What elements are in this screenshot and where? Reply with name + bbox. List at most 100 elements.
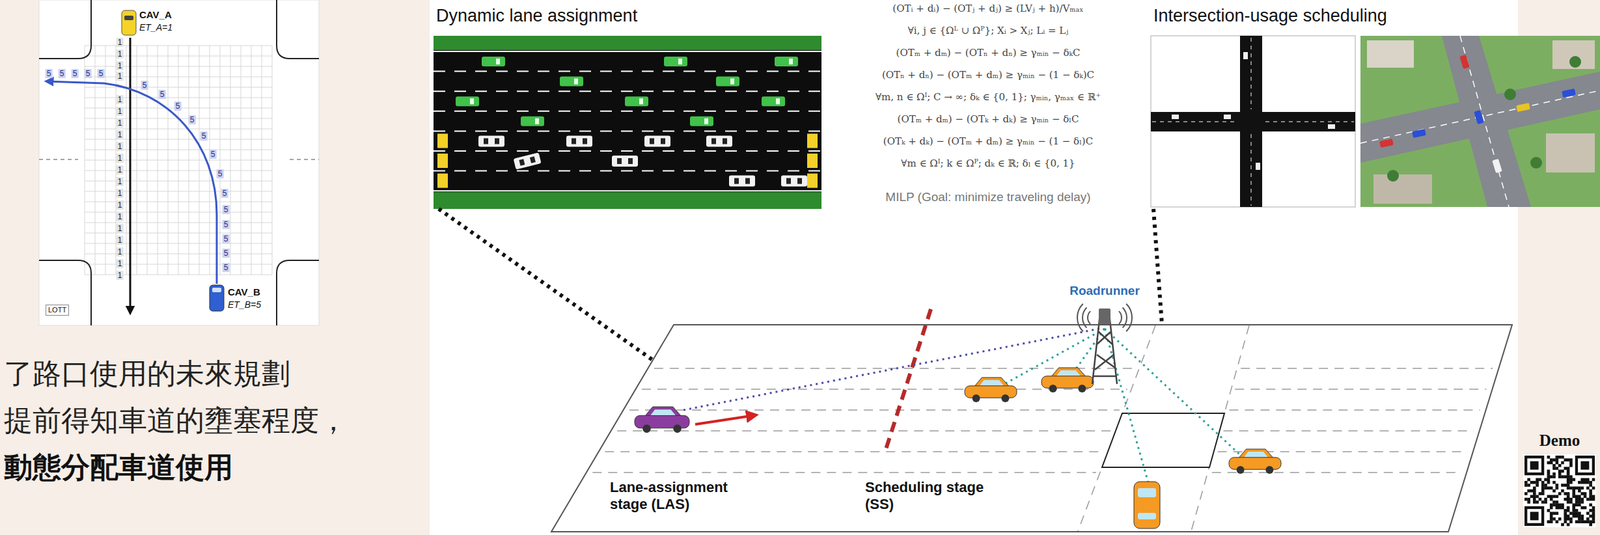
qr-module <box>1569 497 1573 502</box>
text-holder: 1 <box>116 198 124 211</box>
curb-line <box>276 0 319 59</box>
vehicle-window <box>711 137 717 144</box>
grid-line <box>84 128 273 130</box>
qr-module <box>1549 520 1554 524</box>
qr-module <box>1566 458 1571 462</box>
vehicle-window <box>786 178 791 185</box>
qr-module <box>1555 461 1559 465</box>
demo-label: Demo <box>1539 430 1580 451</box>
vehicle-icon <box>663 56 688 67</box>
dotted-connector <box>1153 208 1162 325</box>
qr-module <box>1535 481 1539 485</box>
grid-line <box>84 87 273 88</box>
tree <box>1504 88 1517 101</box>
qr-module <box>1575 500 1579 504</box>
milp-equation: ∀m ∈ Ωᴵ; k ∈ Ωᴾ; dₖ ∈ ℝ; δₗ ∈ {0, 1} <box>900 157 1075 170</box>
panel-figure: Intersection-usage scheduling <box>1150 5 1600 209</box>
text-holder: ∀i, j ∈ {Ωᴸ ∪ Ωᴾ}; Xᵢ > Xⱼ; Lᵢ = Lⱼ <box>831 24 1145 37</box>
road-surface <box>1150 111 1356 132</box>
cell-number: 1 <box>116 95 124 105</box>
qr-module <box>1544 483 1548 487</box>
qr-module <box>1530 481 1534 485</box>
vehicle-window <box>535 118 539 125</box>
vehicle-window <box>745 178 750 185</box>
text-holder: 1 <box>116 163 124 176</box>
grid-line <box>84 160 273 161</box>
cell-number: 1 <box>116 212 124 222</box>
qr-module <box>1566 483 1571 487</box>
grid-line <box>84 139 273 140</box>
text-holder: Roadrunner <box>1052 283 1157 299</box>
qr-module <box>1575 494 1579 498</box>
qr-module <box>1558 469 1562 474</box>
qr-module <box>1566 475 1571 479</box>
vehicle-body <box>634 415 690 428</box>
qr-module <box>1552 466 1556 470</box>
vehicle-path <box>46 81 217 284</box>
lane-line <box>1251 37 1252 110</box>
tower-antenna <box>1098 308 1111 325</box>
qr-module <box>1577 500 1582 504</box>
text-holder: 5 <box>200 129 208 142</box>
text-holder: 5 <box>222 203 230 215</box>
qr-module <box>1530 489 1534 493</box>
qr-module <box>1547 455 1551 459</box>
qr-module <box>1586 511 1590 515</box>
cell-number: 1 <box>116 130 124 140</box>
vehicle-icon <box>611 155 638 167</box>
vehicle-icon <box>1171 114 1179 120</box>
qr-module <box>1558 506 1562 510</box>
qr-module <box>1569 517 1573 521</box>
lane-divider <box>289 158 319 161</box>
vehicle-icon <box>478 135 505 147</box>
vehicle-cabin <box>1050 367 1086 377</box>
cell-number: 5 <box>71 68 79 79</box>
lane-line <box>1223 430 1474 432</box>
vehicle-window <box>529 156 536 163</box>
milp-equation: (OTₙ + dₙ) − (OTₘ + dₘ) ≥ γₘᵢₙ − (1 − δₖ… <box>882 68 1095 81</box>
cell-number: 5 <box>209 149 217 159</box>
grid-line <box>84 253 273 255</box>
qr-module <box>1566 469 1571 474</box>
qr-module <box>1552 481 1556 485</box>
vehicle-window <box>660 137 666 144</box>
qr-module <box>1588 514 1593 519</box>
qr-module <box>1549 514 1554 519</box>
vehicle-body <box>706 135 733 147</box>
text-holder: 5 <box>216 167 224 180</box>
qr-module <box>1560 489 1565 493</box>
lane-marker <box>437 153 448 168</box>
building <box>1552 40 1595 69</box>
qr-module <box>1552 472 1556 476</box>
qr-module <box>1549 458 1554 462</box>
grid-line <box>84 55 273 57</box>
vehicle-window <box>212 287 222 293</box>
cell-number: 5 <box>174 101 182 111</box>
qr-module <box>1592 509 1596 513</box>
vehicle-icon <box>559 76 584 87</box>
lane-line <box>1152 121 1237 123</box>
text-holder: 5 <box>141 78 149 91</box>
vehicle-icon <box>1491 158 1502 174</box>
qr-finder <box>1527 458 1542 473</box>
qr-module <box>1588 520 1593 524</box>
qr-module <box>1566 509 1571 513</box>
text-holder: 1 <box>116 59 124 71</box>
vehicle-body <box>566 135 593 147</box>
qr-module <box>1569 475 1573 479</box>
qr-module <box>1541 483 1545 487</box>
qr-module <box>1544 497 1548 502</box>
text-holder: LOTT <box>45 303 69 316</box>
lane-line <box>1228 409 1480 411</box>
vehicle-body <box>781 175 808 187</box>
qr-module <box>1569 478 1573 482</box>
vehicle-wheel <box>1236 466 1245 474</box>
cell-number: 5 <box>216 169 224 179</box>
text-holder: 1 <box>116 245 124 258</box>
qr-module <box>1547 494 1551 498</box>
qr-finder <box>1577 458 1593 473</box>
cell-number: 5 <box>97 68 105 79</box>
qr-module <box>1549 461 1554 465</box>
